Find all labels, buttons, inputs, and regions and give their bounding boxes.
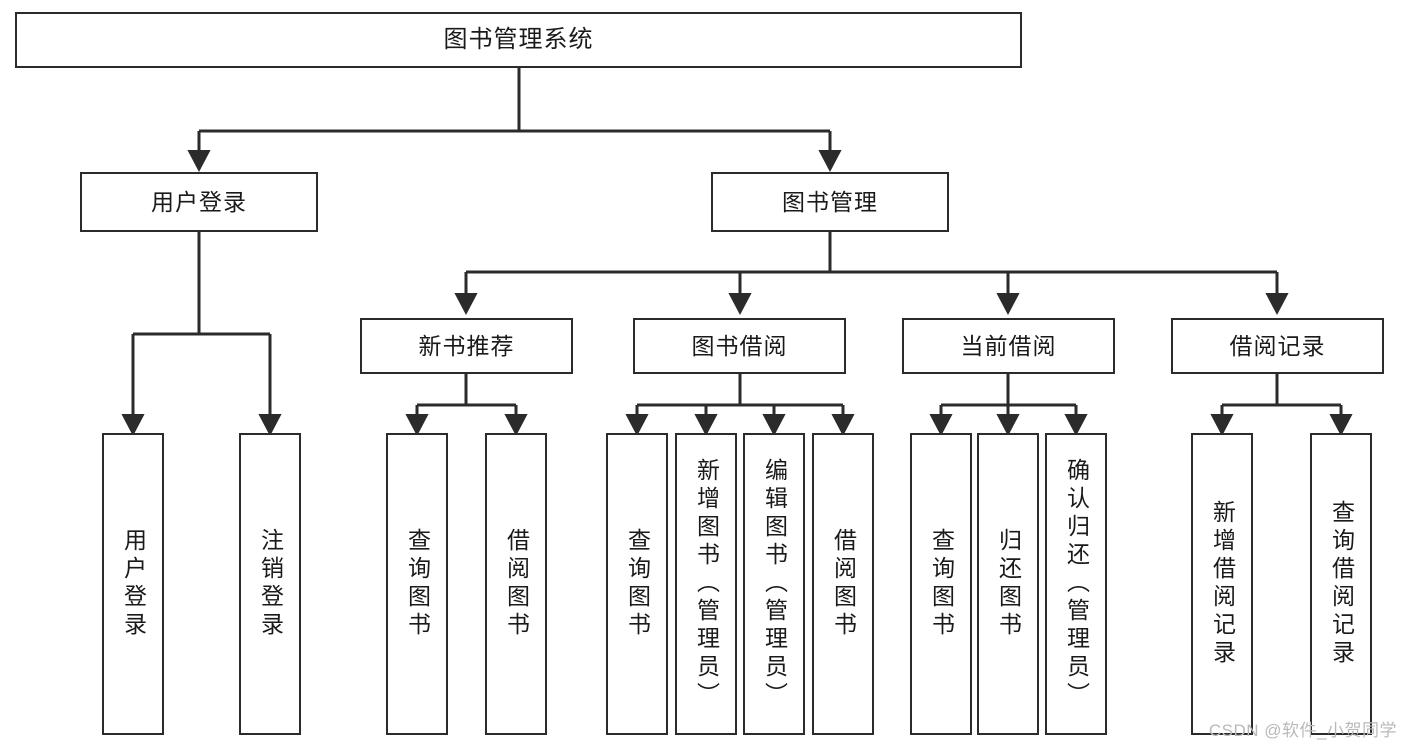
- leaf-edit-book-admin[interactable]: 编辑图书（管理员）: [743, 433, 805, 735]
- node-book-management[interactable]: 图书管理: [711, 172, 949, 232]
- leaf-query-book-recommend[interactable]: 查询图书: [386, 433, 448, 735]
- leaf-query-book-current[interactable]: 查询图书: [910, 433, 972, 735]
- leaf-borrow-book-recommend[interactable]: 借阅图书: [485, 433, 547, 735]
- leaf-user-login[interactable]: 用户登录: [102, 433, 164, 735]
- leaf-add-book-admin[interactable]: 新增图书（管理员）: [675, 433, 737, 735]
- node-current-borrow[interactable]: 当前借阅: [902, 318, 1115, 374]
- leaf-add-borrow-record[interactable]: 新增借阅记录: [1191, 433, 1253, 735]
- leaf-query-borrow-record[interactable]: 查询借阅记录: [1310, 433, 1372, 735]
- leaf-return-book[interactable]: 归还图书: [977, 433, 1039, 735]
- node-user-login[interactable]: 用户登录: [80, 172, 318, 232]
- node-new-book-recommend[interactable]: 新书推荐: [360, 318, 573, 374]
- leaf-confirm-return-admin[interactable]: 确认归还（管理员）: [1045, 433, 1107, 735]
- csdn-watermark: CSDN @软件_小贺同学: [1208, 721, 1397, 740]
- leaf-logout[interactable]: 注销登录: [239, 433, 301, 735]
- node-book-borrow[interactable]: 图书借阅: [633, 318, 846, 374]
- leaf-query-book-borrow[interactable]: 查询图书: [606, 433, 668, 735]
- node-root-library-management-system[interactable]: 图书管理系统: [15, 12, 1022, 68]
- node-borrow-record[interactable]: 借阅记录: [1171, 318, 1384, 374]
- leaf-borrow-book[interactable]: 借阅图书: [812, 433, 874, 735]
